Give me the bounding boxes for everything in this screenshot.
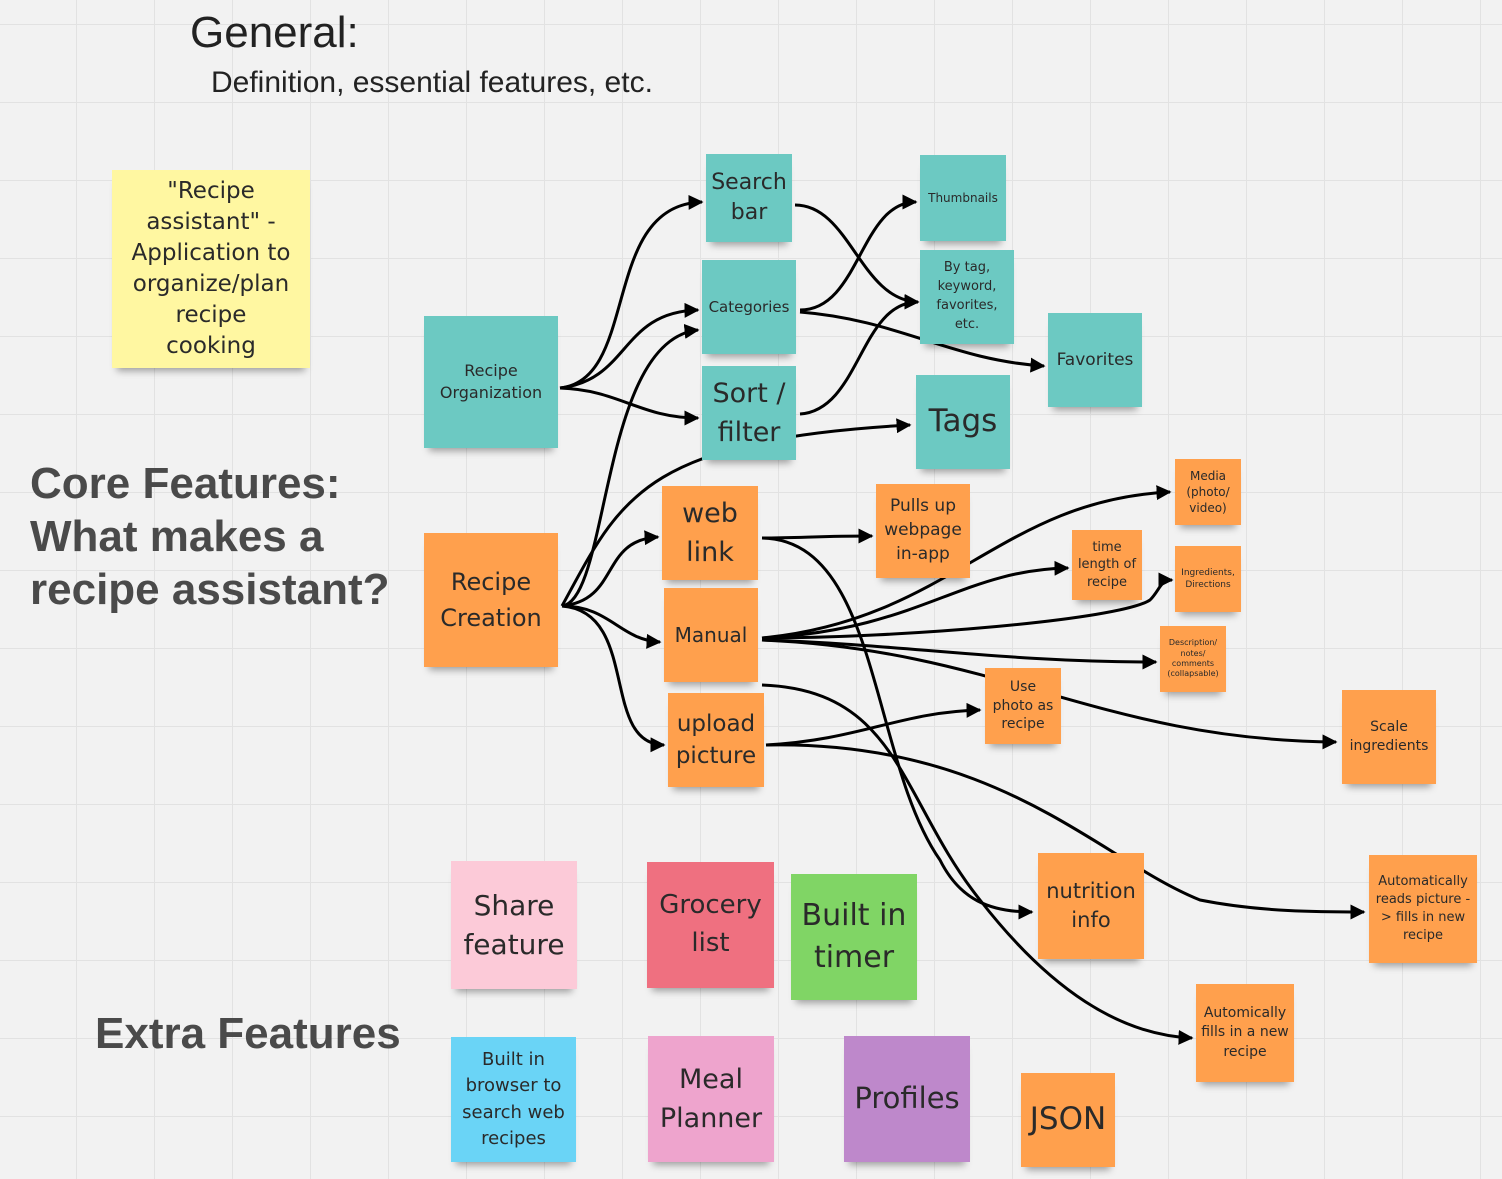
edge-creation-upload [561,604,666,753]
edge-categories-thumbnails [799,194,918,312]
built-in-timer-note[interactable]: Built in timer [791,874,917,1000]
auto-reads-picture-note[interactable]: Automatically reads picture -> fills in … [1369,855,1477,963]
description-notes-note[interactable]: Description/ notes/ comments (collapsabl… [1160,626,1226,692]
ingredients-directions-note[interactable]: Ingredients, Directions [1175,546,1241,612]
nutrition-info-note[interactable]: nutrition info [1038,853,1144,959]
time-length-note[interactable]: time length of recipe [1072,530,1142,600]
pulls-up-webpage-note[interactable]: Pulls up webpage in-app [876,484,970,578]
tags-note[interactable]: Tags [916,375,1010,469]
edge-org-categories [559,302,700,390]
extra-features-heading: Extra Features [95,1009,401,1058]
definition-note[interactable]: "Recipe assistant" - Application to orga… [112,170,310,368]
recipe-organization-note[interactable]: Recipe Organization [424,316,558,448]
upload-picture-note[interactable]: upload picture [668,693,764,787]
edge-manual-description [761,638,1158,670]
profiles-note[interactable]: Profiles [844,1036,970,1162]
scale-ingredients-note[interactable]: Scale ingredients [1342,690,1436,784]
meal-planner-note[interactable]: Meal Planner [648,1036,774,1162]
use-photo-note[interactable]: Use photo as recipe [985,668,1061,744]
edge-upload-usephoto [765,702,982,747]
page-title: General: [190,8,359,57]
edge-org-sort [559,386,700,426]
categories-note[interactable]: Categories [702,260,796,354]
share-feature-note[interactable]: Share feature [451,861,577,989]
grocery-list-note[interactable]: Grocery list [647,862,774,988]
search-bar-note[interactable]: Search bar [706,154,792,242]
by-tag-note[interactable]: By tag, keyword, favorites, etc. [920,250,1014,344]
page-subtitle: Definition, essential features, etc. [211,66,653,99]
edge-creation-manual [561,604,662,649]
manual-note[interactable]: Manual [664,588,758,682]
core-features-heading: Core Features: What makes a recipe assis… [30,459,390,614]
edge-weblink-pullsup [761,528,874,544]
thumbnails-note[interactable]: Thumbnails [920,155,1006,241]
web-link-note[interactable]: web link [662,486,758,580]
edge-org-search [559,194,704,390]
built-in-browser-note[interactable]: Built in browser to search web recipes [451,1037,576,1162]
recipe-creation-note[interactable]: Recipe Creation [424,533,558,667]
edge-creation-weblink [561,530,660,608]
favorites-note[interactable]: Favorites [1048,313,1142,407]
json-note[interactable]: JSON [1021,1073,1115,1167]
auto-fills-note[interactable]: Automically fills in a new recipe [1196,984,1294,1082]
sort-filter-note[interactable]: Sort / filter [702,366,796,460]
media-note[interactable]: Media (photo/ video) [1175,459,1241,525]
edge-sort-bytag [799,294,920,416]
edge-manual-time [761,560,1070,640]
edge-search-bytag [794,203,920,310]
